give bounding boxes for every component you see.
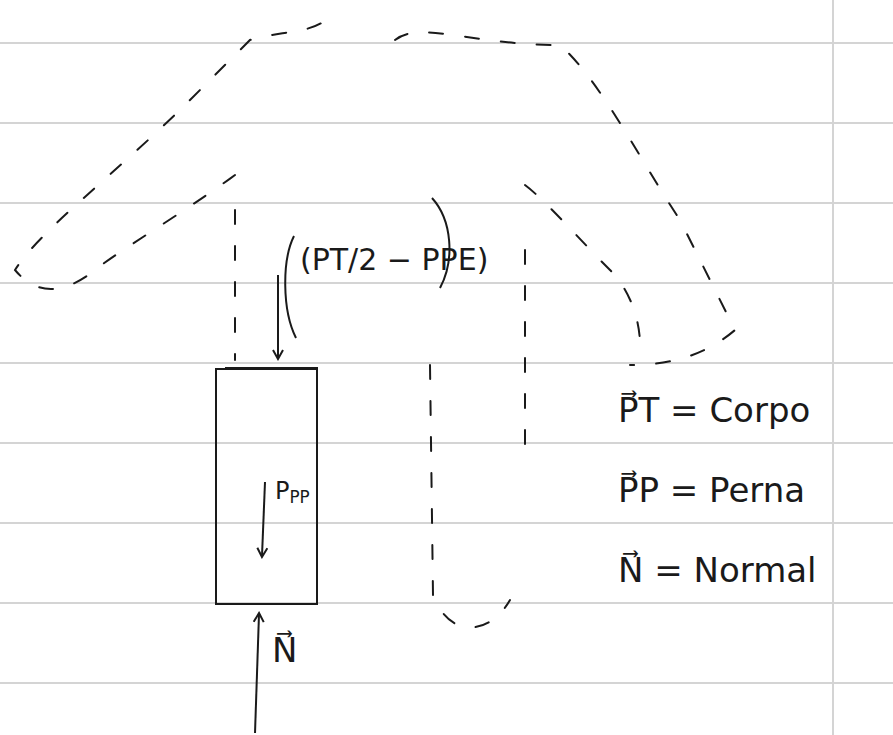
force-label: N⃗ <box>272 632 297 669</box>
leg-box: PPP <box>215 368 318 605</box>
dashed-body-outline <box>15 12 735 628</box>
force-arrows <box>225 275 318 733</box>
legend-note: N⃗ = Normal <box>618 552 817 589</box>
force-label: PPP <box>275 478 310 507</box>
force-label: (PT/2 − PPE) <box>300 243 488 276</box>
legend-note: P⃗P = Perna <box>618 472 805 509</box>
legend-note: P⃗T = Corpo <box>618 392 810 429</box>
